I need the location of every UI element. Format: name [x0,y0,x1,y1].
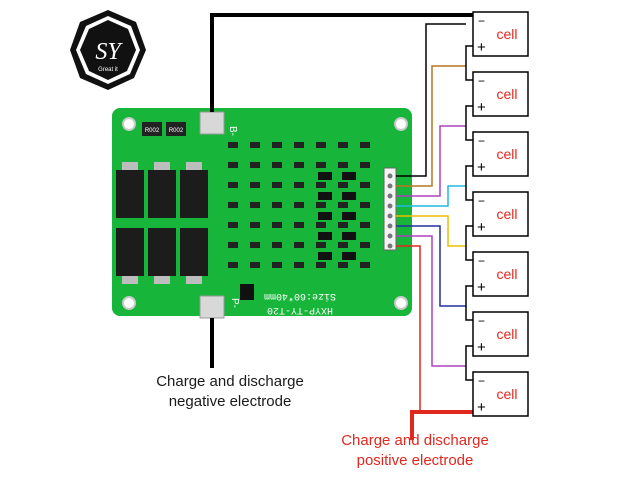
cell-body [472,191,529,237]
cell-body [472,131,529,177]
cell-stack: cell−+cell−+cell−+cell−+cell−+cell−+cell… [472,11,529,417]
battery-cell: cell− + [472,11,529,57]
balance-wires [396,23,466,412]
balance-connector [383,167,397,251]
cell-body [472,251,529,297]
minus-terminal-sign: − [478,314,485,328]
cell-body [472,311,529,357]
mounting-hole [122,296,136,310]
positive-caption-line1: Charge and discharge [341,432,489,449]
cell-body [472,71,529,117]
plus-terminal-sign: + [477,39,486,56]
cell-body [472,371,529,417]
balance-ics [240,172,356,300]
cell-body [472,11,529,57]
plus-terminal-sign: + [477,279,486,296]
plus-terminal-sign: + [477,399,486,416]
battery-cell: cell− + [472,251,529,297]
minus-terminal-sign: − [478,254,485,268]
p-minus-pad [199,295,225,319]
cell-label: cell [496,146,517,162]
mounting-hole [122,117,136,131]
battery-cell: cell− + [472,371,529,417]
cell-label: cell [496,266,517,282]
cell-label: cell [496,386,517,402]
cell-label: cell [496,26,517,42]
logo-monogram: SY [95,39,123,65]
mosfet-array [116,162,208,284]
brand-logo: SY Great it [70,10,146,90]
cell-series-links [465,45,473,381]
wire-b-minus [210,13,477,112]
battery-cell: cell− + [472,311,529,357]
cell-label: cell [496,86,517,102]
board-size-text: Size:60*40mm [264,290,336,302]
mounting-hole [394,296,408,310]
minus-terminal-sign: − [478,74,485,88]
minus-terminal-sign: − [478,14,485,28]
negative-caption-line1: Charge and discharge [156,373,304,390]
board-model-text: HXYP-TY-T20 [267,304,333,315]
resistor-code: R002 [145,128,160,134]
minus-terminal-sign: − [478,374,485,388]
negative-electrode-caption: Charge and discharge negative electrode [120,372,340,412]
pcb-board: B- P- R002 R002 [112,108,412,319]
plus-terminal-sign: + [477,159,486,176]
battery-cell: cell− + [472,191,529,237]
cell-label: cell [496,206,517,222]
resistor-code: R002 [169,128,184,134]
mounting-hole [394,117,408,131]
positive-electrode-caption: Charge and discharge positive electrode [315,431,515,471]
minus-terminal-sign: − [478,134,485,148]
pin-b-label: B- [227,126,238,136]
logo-tagline: Great it [98,67,118,73]
cell-label: cell [496,326,517,342]
pin-p-label: P- [229,298,240,308]
battery-cell: cell− + [472,131,529,177]
positive-caption-line2: positive electrode [356,452,474,469]
plus-terminal-sign: + [477,99,486,116]
b-minus-pad [199,111,225,135]
smd-components [228,142,370,268]
plus-terminal-sign: + [477,219,486,236]
plus-terminal-sign: + [477,339,486,356]
minus-terminal-sign: − [478,194,485,208]
battery-cell: cell− + [472,71,529,117]
negative-caption-line2: negative electrode [168,393,292,410]
wire-positive [410,410,477,440]
